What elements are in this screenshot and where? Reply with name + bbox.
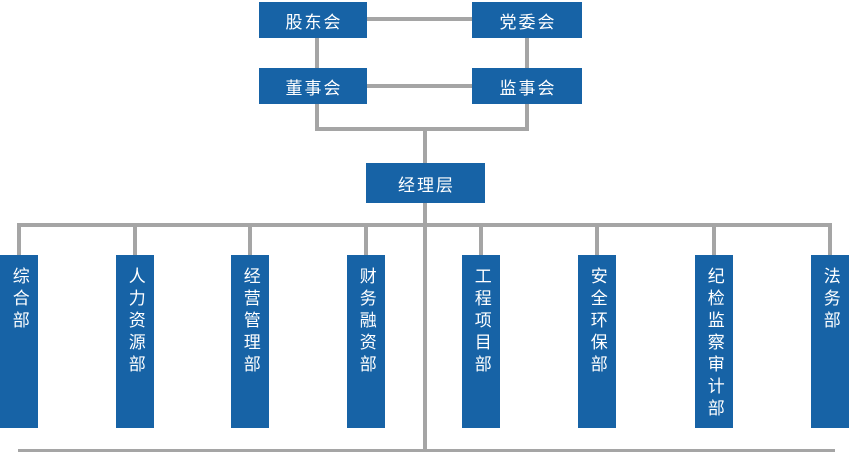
node-label: 党委会 <box>499 12 557 32</box>
connector-dept-drop-2 <box>133 227 137 255</box>
connector-bracket-to-management <box>423 131 427 163</box>
connector-bottom-horizontal <box>18 449 835 452</box>
node-legal-affairs-dept: 法务部 <box>811 255 849 428</box>
connector-board-drop <box>315 104 319 131</box>
connector-level2-horizontal <box>367 84 472 88</box>
node-discipline-audit-dept: 纪检监察审计部 <box>695 255 733 428</box>
node-board-of-directors: 董事会 <box>259 68 367 104</box>
node-label: 财务融资部 <box>356 267 376 377</box>
connector-dept-drop-8 <box>828 227 832 255</box>
node-shareholders-meeting: 股东会 <box>259 2 367 38</box>
node-party-committee: 党委会 <box>472 2 582 38</box>
node-label: 经营管理部 <box>240 267 260 377</box>
node-finance-financing-dept: 财务融资部 <box>347 255 385 428</box>
node-supervisory-board: 监事会 <box>472 68 582 104</box>
connector-supervisory-drop <box>525 104 529 131</box>
node-label: 综合部 <box>9 267 29 333</box>
node-label: 经理层 <box>398 175 455 195</box>
connector-dept-drop-4 <box>364 227 368 255</box>
node-label: 董事会 <box>285 78 343 98</box>
connector-management-center-vertical <box>423 203 427 451</box>
connector-dept-drop-1 <box>17 227 21 255</box>
node-management-level: 经理层 <box>366 163 485 203</box>
connector-dept-drop-7 <box>712 227 716 255</box>
node-human-resources-dept: 人力资源部 <box>116 255 154 428</box>
node-label: 工程项目部 <box>471 267 491 377</box>
node-operations-management-dept: 经营管理部 <box>231 255 269 428</box>
connector-dept-drop-3 <box>248 227 252 255</box>
node-label: 人力资源部 <box>125 267 145 377</box>
node-label: 法务部 <box>820 267 840 333</box>
node-label: 纪检监察审计部 <box>704 267 724 421</box>
connector-departments-horizontal <box>17 223 832 227</box>
node-engineering-project-dept: 工程项目部 <box>462 255 500 428</box>
connector-level1-horizontal <box>367 17 472 21</box>
connector-dept-drop-6 <box>595 227 599 255</box>
node-safety-environment-dept: 安全环保部 <box>578 255 616 428</box>
connector-party-to-supervisory <box>525 38 529 68</box>
connector-bracket-horizontal <box>315 127 529 131</box>
node-label: 安全环保部 <box>587 267 607 377</box>
node-label: 监事会 <box>499 78 557 98</box>
connector-dept-drop-5 <box>479 227 483 255</box>
node-label: 股东会 <box>285 12 343 32</box>
node-general-dept: 综合部 <box>0 255 38 428</box>
connector-shareholders-to-board <box>315 38 319 68</box>
